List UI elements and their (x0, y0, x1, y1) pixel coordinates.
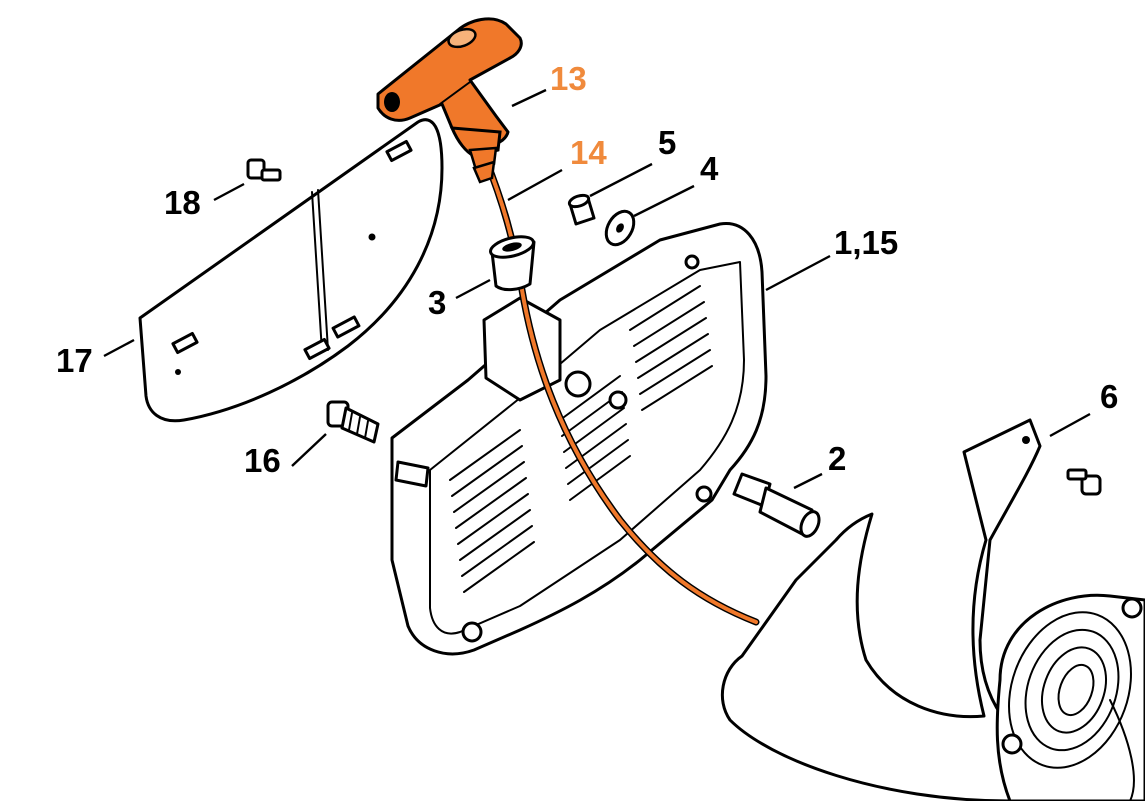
label-16: 16 (244, 442, 281, 479)
part-14-starter-rope (482, 156, 760, 626)
leader-16 (291, 433, 327, 467)
label-4: 4 (700, 150, 719, 187)
label-3: 3 (428, 284, 446, 321)
leader-1-15 (765, 254, 831, 292)
leader-18 (213, 182, 245, 202)
label-13: 13 (550, 60, 587, 97)
leader-4 (633, 184, 695, 218)
part-13-starter-grip (376, 17, 523, 184)
part-3-rope-guide (489, 235, 536, 292)
part-17-cover-plate (138, 118, 444, 423)
rewind-spring-assembly (995, 593, 1145, 801)
leader-5 (589, 162, 653, 198)
leader-17 (103, 338, 135, 358)
part-16-bolt (326, 400, 380, 444)
part-1-15-housing (390, 222, 768, 656)
leader-13 (511, 88, 547, 108)
leader-3 (455, 278, 491, 300)
label-17: 17 (56, 342, 93, 379)
part-4-washer (604, 209, 636, 247)
part-2-pin (732, 472, 821, 538)
leader-6 (1049, 412, 1091, 438)
label-6: 6 (1100, 378, 1118, 415)
label-2: 2 (828, 440, 846, 477)
leader-lines (103, 88, 1091, 490)
label-1-15: 1,15 (834, 224, 898, 261)
part-6-screw (1066, 468, 1102, 496)
part-6-guide-plate (720, 418, 1145, 801)
part-5-sleeve (567, 193, 596, 226)
callout-labels: 13 14 5 4 1,15 18 3 17 16 2 6 (56, 60, 1118, 479)
label-5: 5 (658, 124, 676, 161)
housing-ventilation-grille (449, 285, 713, 593)
leader-14 (507, 168, 563, 202)
part-18-screw (246, 158, 282, 182)
label-14: 14 (570, 134, 607, 171)
label-18: 18 (164, 184, 201, 221)
leader-2 (793, 472, 823, 490)
